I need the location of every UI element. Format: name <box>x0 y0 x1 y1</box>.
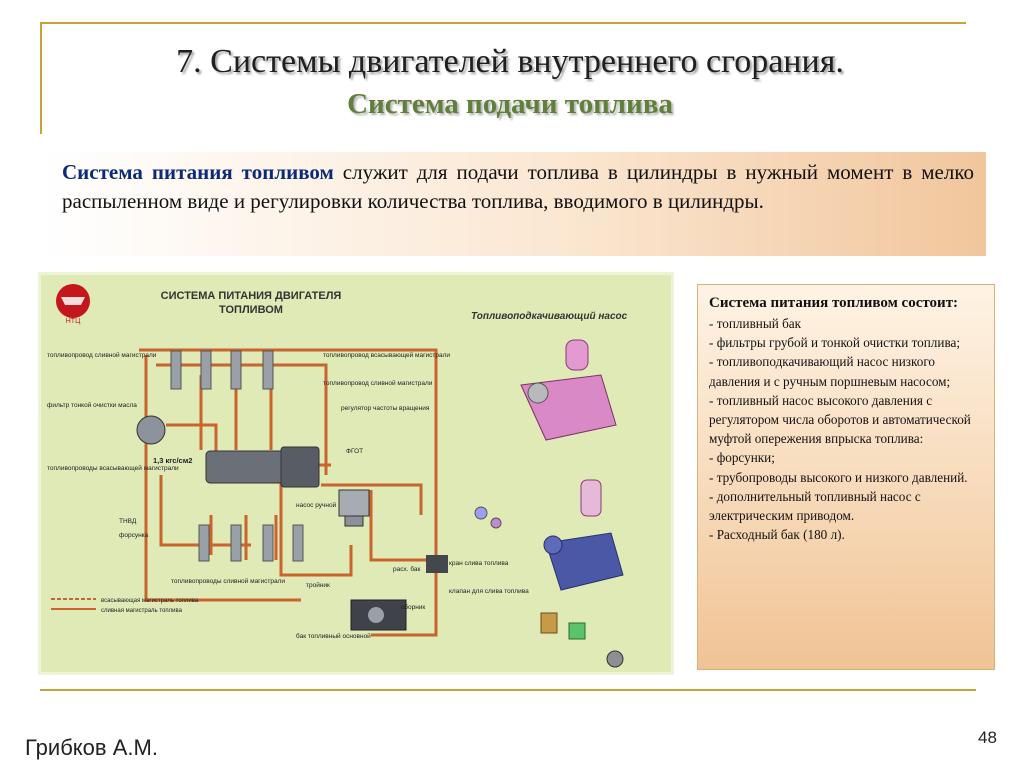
label-drain-lines: топливопроводы сливной магистрали <box>171 577 285 585</box>
list-item: - топливный бак <box>709 316 802 331</box>
components-list: - топливный бак - фильтры грубой и тонко… <box>709 314 983 544</box>
label-drain-tank: расх. бак <box>393 565 421 573</box>
slide-title: 7. Системы двигателей внутреннего сгоран… <box>60 40 960 124</box>
label-regulator: регулятор частоты вращения <box>341 405 430 412</box>
injectors-top <box>170 350 274 390</box>
list-item: - топливный насос высокого давления с ре… <box>709 392 971 447</box>
label-left-filter: фильтр тонкой очистки масла <box>47 401 137 409</box>
tnvd-pump <box>205 446 320 488</box>
ntc-logo: НТЦ <box>56 284 90 325</box>
fgot-filter <box>338 489 370 527</box>
label-injector: форсунка <box>119 532 149 539</box>
label-tee: тройник <box>306 581 330 589</box>
label-main-tank: бак топливный основной <box>296 632 371 640</box>
components-box: Система питания топливом состоит: - топл… <box>697 284 995 670</box>
list-item: - дополнительный топливный насос с элект… <box>709 488 921 524</box>
components-heading: Система питания топливом состоит: <box>709 295 959 311</box>
list-item: - фильтры грубой и тонкой очистки топлив… <box>709 335 961 351</box>
frame-bottom-line <box>40 689 976 691</box>
intro-box: Система питания топливом служит для пода… <box>44 152 986 256</box>
fuel-tanks <box>350 555 448 631</box>
oil-filter <box>136 415 166 445</box>
slide-title-line1: 7. Системы двигателей внутреннего сгоран… <box>176 43 844 80</box>
label-tnvd: ТНВД <box>119 518 137 525</box>
list-item: - форсунки; <box>709 450 775 466</box>
diagram-legend: всасывающая магистраль топлива сливная м… <box>51 598 199 614</box>
pump-title: Топливоподкачивающий насос <box>471 311 628 322</box>
intro-text: служит для подачи топлива в цилиндры в н… <box>62 160 974 213</box>
list-item: - топливоподкачивающий насос низкого дав… <box>709 354 951 389</box>
label-left-suction: топливопроводы всасывающей магистрали <box>47 464 179 472</box>
logo-text: НТЦ <box>66 318 81 325</box>
legend-suction: всасывающая магистраль топлива <box>101 598 199 604</box>
frame-top-line <box>40 22 966 24</box>
label-right-drain2: топливопровод сливной магистрали <box>323 379 433 387</box>
legend-drain: сливная магистраль топлива <box>101 608 183 614</box>
author-name: Грибков А.М. <box>25 735 158 760</box>
diagram-title-line2: ТОПЛИВОМ <box>219 304 283 316</box>
pump-exploded-view <box>474 339 624 668</box>
label-strainer: сборник <box>401 603 425 611</box>
injectors-bottom <box>198 524 304 562</box>
intro-lead: Система питания топливом <box>62 160 334 184</box>
page-number: 48 <box>978 728 997 747</box>
list-item: - Расходный бак (180 л). <box>709 527 845 543</box>
diagram-svg: НТЦ СИСТЕМА ПИТАНИЯ ДВИГАТЕЛЯ ТОПЛИВОМ Т… <box>47 284 628 668</box>
list-item: - трубопроводы высокого и низкого давлен… <box>709 469 968 485</box>
label-drain-tap: кран слива топлива <box>449 560 509 567</box>
diagram-title-line1: СИСТЕМА ПИТАНИЯ ДВИГАТЕЛЯ <box>161 290 342 302</box>
label-pressure: 1,3 кгс/см2 <box>153 456 192 465</box>
fuel-system-diagram: НТЦ СИСТЕМА ПИТАНИЯ ДВИГАТЕЛЯ ТОПЛИВОМ Т… <box>38 272 674 675</box>
label-right-drain: топливопровод всасывающей магистрали <box>323 351 450 359</box>
label-hand-pump: насос ручной <box>296 501 337 509</box>
fuel-pipes <box>139 348 438 637</box>
label-left-drain: топливопровод сливной магистрали <box>47 351 157 359</box>
frame-left-line <box>40 22 42 134</box>
label-drain-valve: клапан для слива топлива <box>449 588 529 595</box>
label-fgot: ФГОТ <box>346 448 363 455</box>
slide-title-line2: Система подачи топлива <box>347 88 673 120</box>
